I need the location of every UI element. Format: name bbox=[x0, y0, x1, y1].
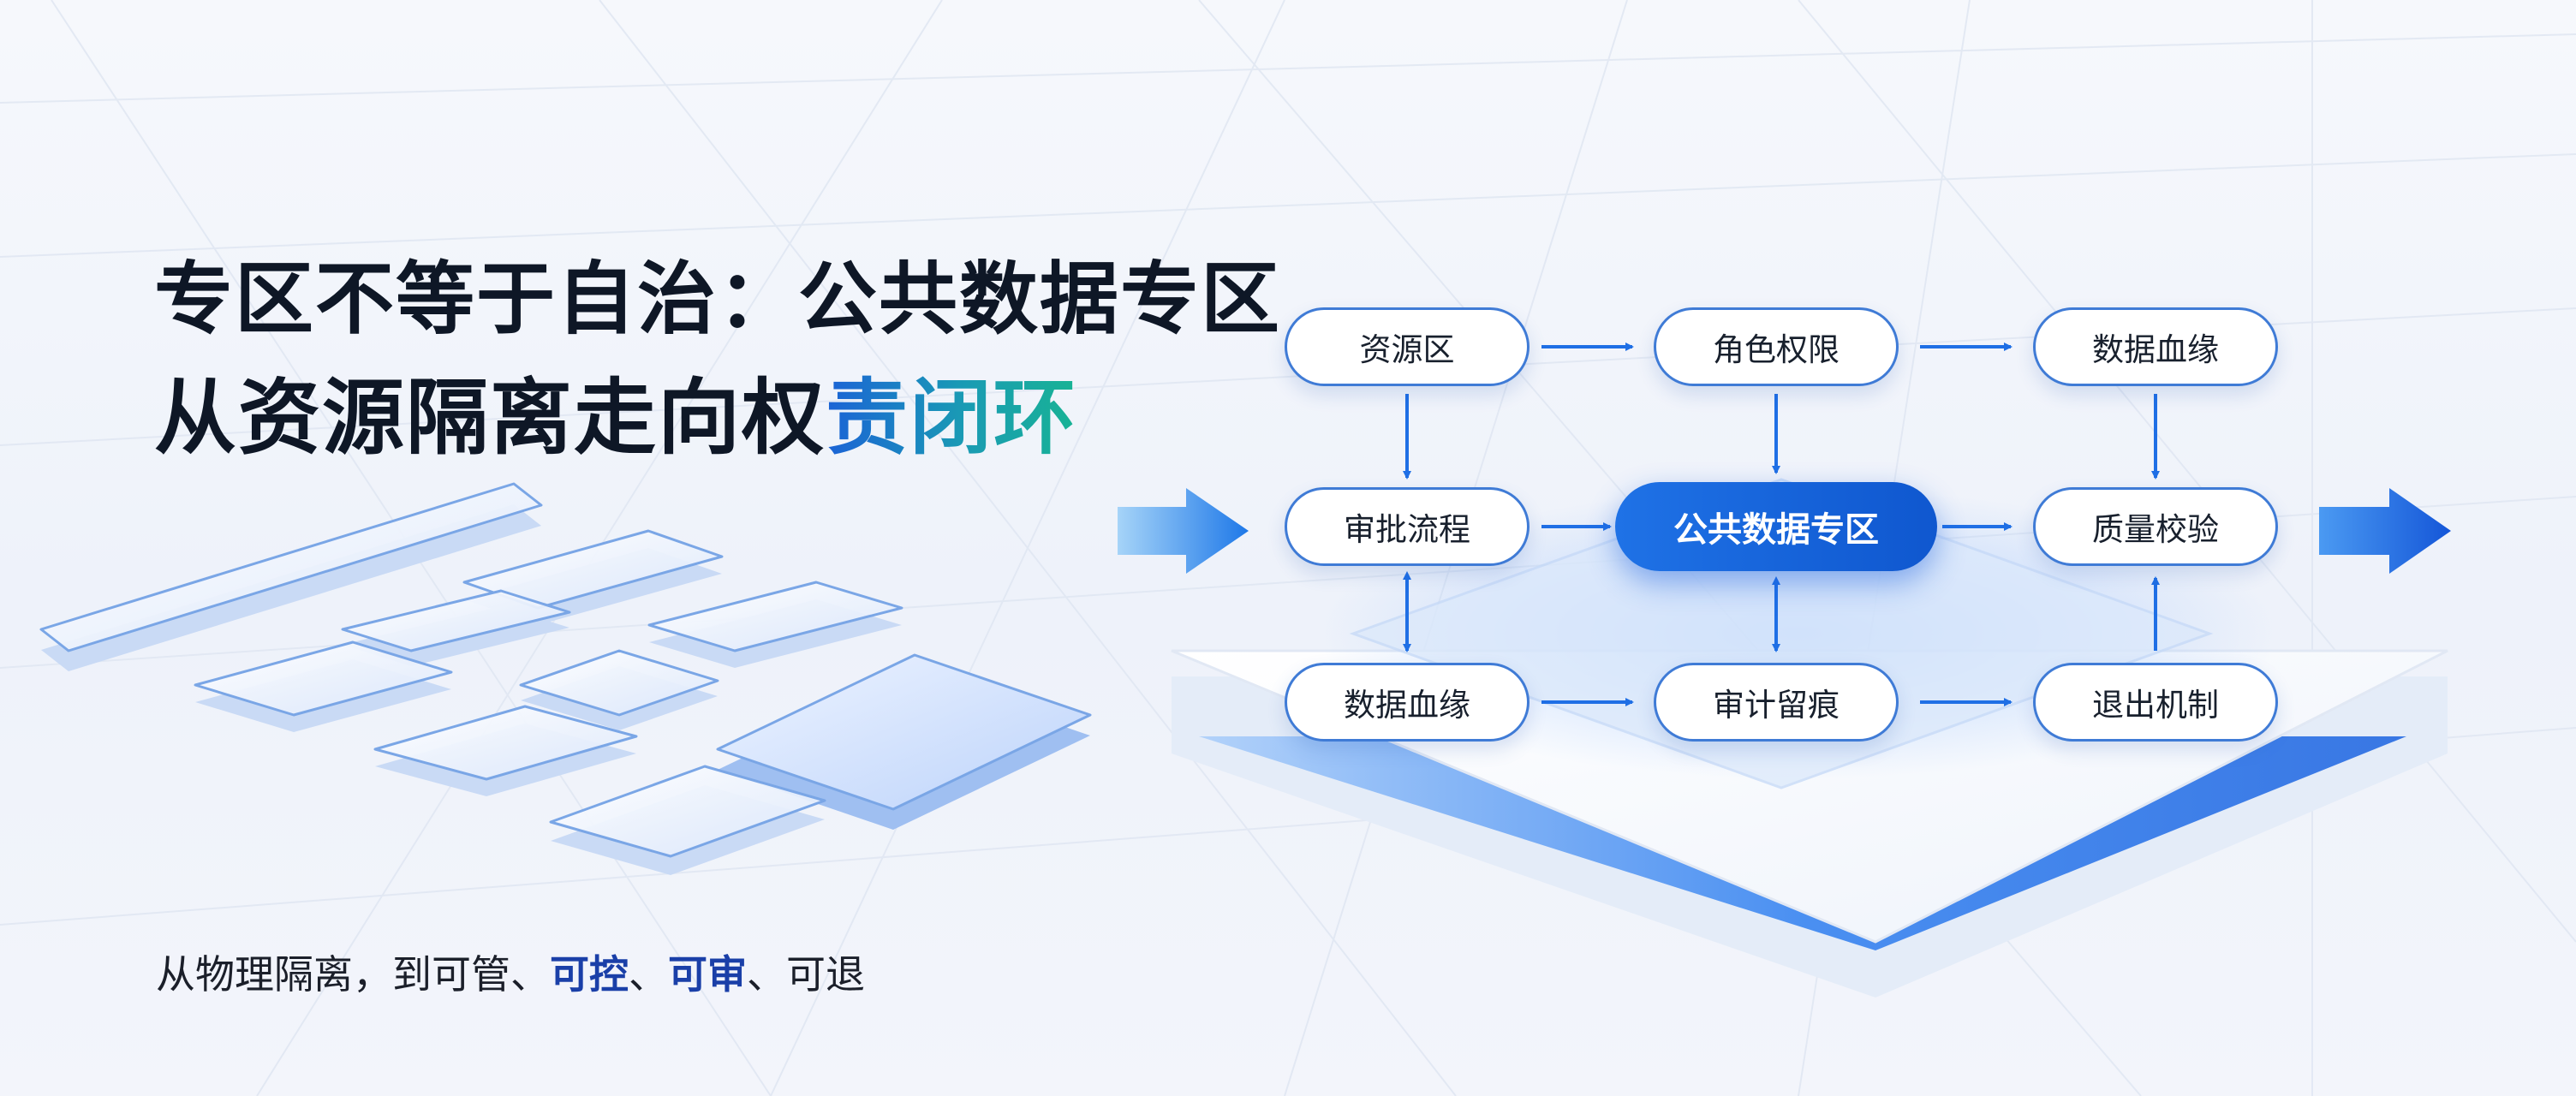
flow-connectors bbox=[1403, 342, 2160, 706]
input-arrow-icon bbox=[1118, 488, 1249, 574]
node-public-data-zone: 公共数据专区 bbox=[1615, 482, 1937, 571]
subtitle-part-3: 、 bbox=[629, 951, 668, 998]
subtitle-controllable: 可控 bbox=[550, 951, 629, 998]
node-exit-mechanism: 退出机制 bbox=[2033, 663, 2278, 742]
title-line-1: 专区不等于自治：公共数据专区 bbox=[154, 253, 1282, 345]
node-role-permission: 角色权限 bbox=[1654, 307, 1899, 386]
node-audit-trail: 审计留痕 bbox=[1654, 663, 1899, 742]
subtitle-part-1: 从物理隔离，到可管、 bbox=[156, 951, 550, 998]
output-arrow-icon bbox=[2319, 488, 2451, 574]
node-data-lineage-bottom: 数据血缘 bbox=[1285, 663, 1530, 742]
subtitle-auditable: 可审 bbox=[668, 951, 747, 998]
title-line-2-highlight: 责闭环 bbox=[826, 370, 1077, 466]
node-data-lineage-top: 数据血缘 bbox=[2033, 307, 2278, 386]
node-quality-check: 质量校验 bbox=[2033, 487, 2278, 566]
subtitle-part-5: 、可退 bbox=[747, 951, 865, 998]
title-line-2: 从资源隔离走向权责闭环 bbox=[154, 351, 1077, 470]
title-line-2-main: 从资源隔离走向权 bbox=[154, 370, 826, 466]
subtitle: 从物理隔离，到可管、可控、可审、可退 bbox=[156, 944, 865, 1000]
node-resource-zone: 资源区 bbox=[1285, 307, 1530, 386]
isometric-tiles bbox=[39, 482, 1092, 875]
node-approval-process: 审批流程 bbox=[1285, 487, 1530, 566]
